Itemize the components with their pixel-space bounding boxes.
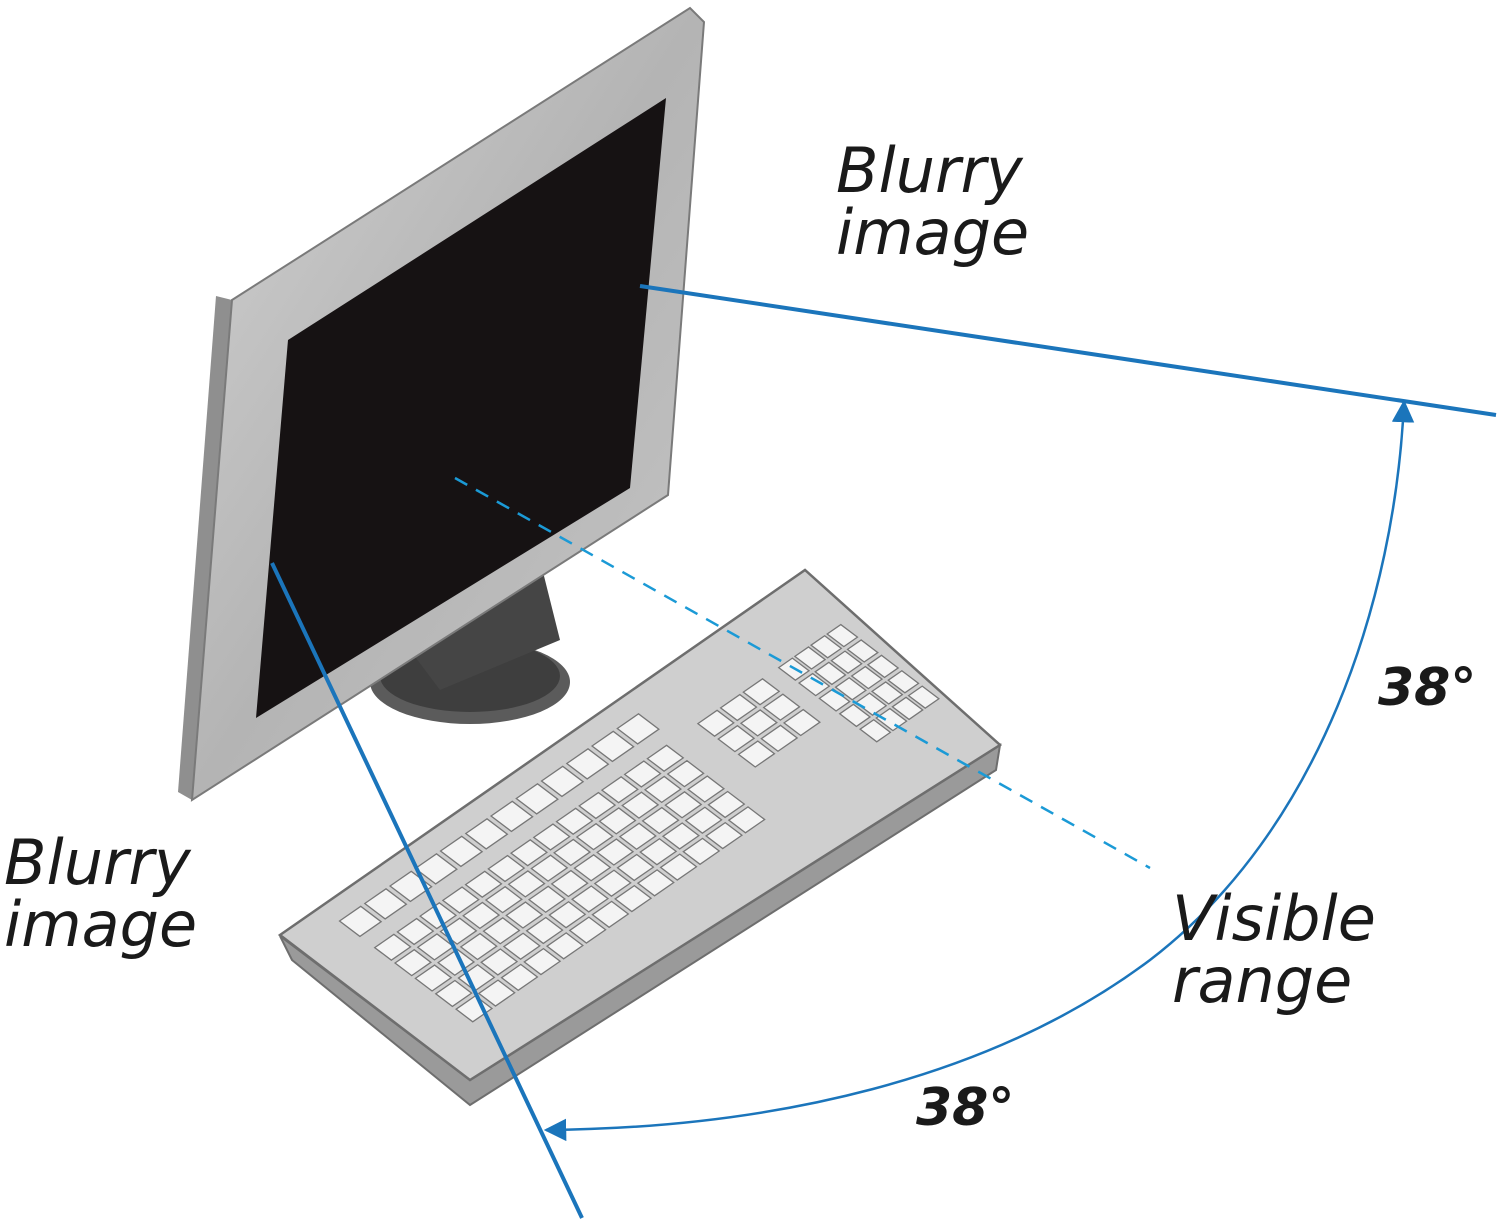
monitor-icon <box>178 6 706 802</box>
key <box>482 917 521 945</box>
key <box>396 917 435 946</box>
lower-boundary-line <box>270 562 584 1219</box>
viewing-angle-arc <box>543 399 1415 1142</box>
key <box>457 963 496 992</box>
angle-label-bottom: 38° <box>916 1078 1015 1138</box>
key <box>489 800 534 833</box>
key <box>363 887 408 920</box>
key <box>500 963 539 992</box>
key <box>414 852 458 885</box>
upper-boundary-line <box>639 284 1497 417</box>
key <box>484 885 523 914</box>
blurry-image-label-top: Blurry image <box>836 140 1029 264</box>
key <box>373 933 412 962</box>
key <box>464 817 509 850</box>
key <box>393 948 432 977</box>
key <box>388 870 433 903</box>
key <box>505 901 544 929</box>
angle-label-right: 38° <box>1378 658 1477 718</box>
label-line: Blurry <box>836 134 1023 207</box>
monitor-screen <box>256 98 666 718</box>
key <box>338 905 383 938</box>
blurry-image-label-left: Blurry image <box>4 832 197 956</box>
key <box>487 854 526 883</box>
visible-range-label: Visible range <box>1172 888 1376 1012</box>
key <box>441 886 480 914</box>
key <box>437 948 476 977</box>
key <box>502 932 541 960</box>
key <box>462 901 501 930</box>
key <box>414 964 453 992</box>
label-line: range <box>1172 944 1353 1017</box>
key <box>480 948 519 976</box>
label-line: image <box>4 888 198 961</box>
label-line: Blurry <box>4 826 191 899</box>
monitor-bezel-side <box>178 296 232 800</box>
key <box>477 979 516 1007</box>
monitor-stand <box>370 560 570 724</box>
label-line: Visible <box>1172 882 1376 955</box>
key <box>459 932 498 961</box>
key <box>464 870 503 899</box>
label-line: image <box>836 196 1030 269</box>
key <box>439 835 484 868</box>
key <box>434 979 473 1008</box>
key <box>454 995 494 1023</box>
